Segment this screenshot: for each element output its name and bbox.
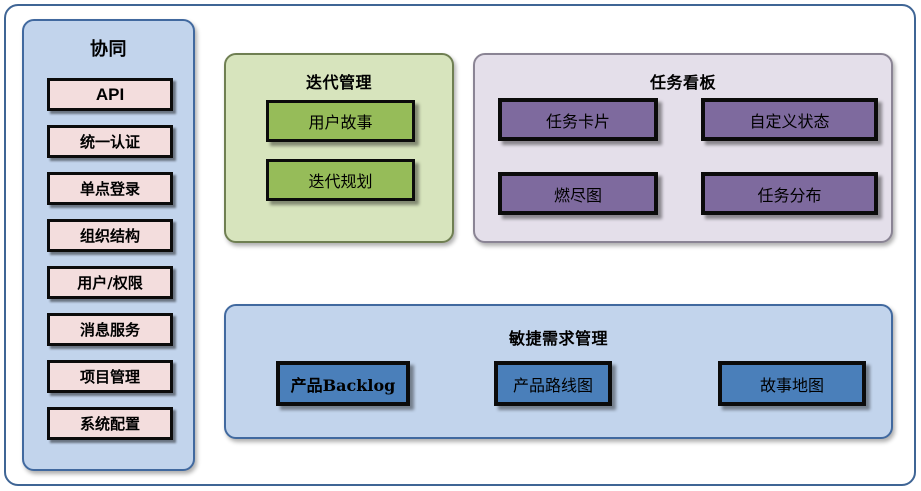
- taskboard-item-task-distribution[interactable]: 任务分布: [701, 172, 878, 215]
- agile-item-product-roadmap[interactable]: 产品路线图: [494, 361, 612, 406]
- group-collaboration-title: 协同: [90, 39, 127, 59]
- sidebar-item-unified-auth[interactable]: 统一认证: [47, 125, 173, 158]
- agile-item-story-map[interactable]: 故事地图: [718, 361, 866, 406]
- sidebar-item-user-permission[interactable]: 用户/权限: [47, 266, 173, 299]
- sidebar-item-api[interactable]: API: [47, 78, 173, 111]
- iteration-item-iteration-planning[interactable]: 迭代规划: [266, 159, 415, 201]
- sidebar-item-system-config[interactable]: 系统配置: [47, 407, 173, 440]
- taskboard-item-task-card[interactable]: 任务卡片: [498, 98, 658, 141]
- group-agile-requirements: 敏捷需求管理 产品Backlog 产品路线图 故事地图: [224, 304, 893, 439]
- taskboard-item-burndown-chart[interactable]: 燃尽图: [498, 172, 658, 215]
- sidebar-item-sso[interactable]: 单点登录: [47, 172, 173, 205]
- taskboard-item-custom-status[interactable]: 自定义状态: [701, 98, 878, 141]
- iteration-item-user-story[interactable]: 用户故事: [266, 100, 415, 142]
- sidebar-item-message-service[interactable]: 消息服务: [47, 313, 173, 346]
- group-iteration-management-title: 迭代管理: [305, 75, 372, 92]
- group-collaboration: 协同 API 统一认证 单点登录 组织结构 用户/权限 消息服务 项目管理 系统…: [22, 19, 195, 471]
- group-task-board-title: 任务看板: [649, 75, 716, 92]
- sidebar-item-org-structure[interactable]: 组织结构: [47, 219, 173, 252]
- diagram-outer-frame: 协同 API 统一认证 单点登录 组织结构 用户/权限 消息服务 项目管理 系统…: [4, 4, 916, 486]
- agile-item-product-backlog[interactable]: 产品Backlog: [276, 361, 410, 406]
- group-iteration-management: 迭代管理 用户故事 迭代规划: [224, 53, 454, 243]
- group-agile-requirements-title: 敏捷需求管理: [508, 331, 608, 348]
- sidebar-item-project-mgmt[interactable]: 项目管理: [47, 360, 173, 393]
- group-task-board: 任务看板 任务卡片 自定义状态 燃尽图 任务分布: [473, 53, 893, 243]
